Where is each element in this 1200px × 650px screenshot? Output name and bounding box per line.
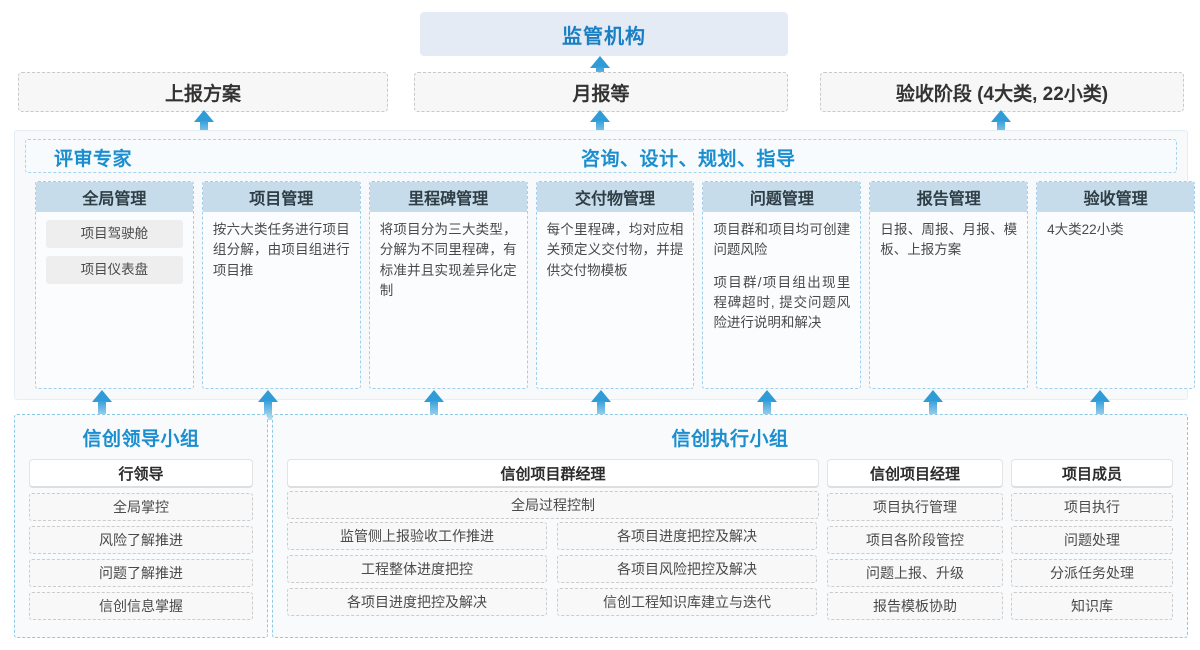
card-paragraph: 4大类22小类 [1047,222,1124,237]
role-header-project-member[interactable]: 项目成员 [1011,459,1173,488]
project-manager-column: 信创项目经理 项目执行管理 项目各阶段管控 问题上报、升级 报告模板协助 [827,459,1003,620]
report-box-acceptance-stage: 验收阶段 (4大类, 22小类) [820,72,1184,112]
group-leadership: 信创领导小组 行领导 全局掌控 风险了解推进 问题了解推进 信创信息掌握 [14,414,268,638]
role-item[interactable]: 各项目进度把控及解决 [287,588,547,616]
banner-label-consulting: 咨询、设计、规划、指导 [581,149,796,170]
regulator-box: 监管机构 [420,12,788,56]
role-item[interactable]: 信创信息掌握 [29,592,253,620]
consulting-banner: 评审专家 咨询、设计、规划、指导 [25,139,1177,173]
card-deliverable-management[interactable]: 交付物管理 每个里程碑，均对应相关预定义交付物，并提供交付物模板 [535,181,695,389]
card-paragraph: 项目群和项目均可创建问题风险 [713,222,851,258]
card-milestone-management[interactable]: 里程碑管理 将项目分为三大类型，分解为不同里程碑，有标准并且实现差异化定制 [368,181,528,389]
role-item[interactable]: 工程整体进度把控 [287,555,547,583]
role-item[interactable]: 问题了解推进 [29,559,253,587]
role-item[interactable]: 报告模板协助 [827,592,1003,620]
role-item[interactable]: 知识库 [1011,592,1173,620]
role-item[interactable]: 全局掌控 [29,493,253,521]
role-item[interactable]: 风险了解推进 [29,526,253,554]
arrow-up-icon-to-card-6 [923,390,943,420]
arrow-up-icon-to-card-7 [1090,390,1110,420]
role-item[interactable]: 各项目风险把控及解决 [557,555,817,583]
card-pill[interactable]: 项目仪表盘 [46,256,183,284]
management-card-row: 全局管理 项目驾驶舱 项目仪表盘 项目管理 按六大类任务进行项目组分解，由项目组… [35,181,1196,389]
card-global-management[interactable]: 全局管理 项目驾驶舱 项目仪表盘 [35,181,194,389]
role-item[interactable]: 项目执行 [1011,493,1173,521]
card-issue-management[interactable]: 问题管理 项目群和项目均可创建问题风险 项目群/项目组出现里程碑超时, 提交问题… [702,181,862,389]
role-item[interactable]: 分派任务处理 [1011,559,1173,587]
group-title-execution: 信创执行小组 [671,429,789,450]
report-box-monthly-report: 月报等 [414,72,788,112]
card-body: 4大类22小类 [1037,212,1194,388]
card-body: 每个里程碑，均对应相关预定义交付物，并提供交付物模板 [537,212,694,388]
card-paragraph: 日报、周报、月报、模板、上报方案 [880,222,1018,258]
card-title: 问题管理 [703,182,861,212]
card-pill[interactable]: 项目驾驶舱 [46,220,183,248]
arrow-up-icon-to-card-5 [757,390,777,420]
card-title: 全局管理 [36,182,193,212]
project-member-column: 项目成员 项目执行 问题处理 分派任务处理 知识库 [1011,459,1173,620]
role-item[interactable]: 项目执行管理 [827,493,1003,521]
card-body: 按六大类任务进行项目组分解，由项目组进行项目推 [203,212,360,388]
group-title-leadership: 信创领导小组 [82,429,200,450]
card-body: 项目驾驶舱 项目仪表盘 [36,212,193,388]
role-header-program-manager[interactable]: 信创项目群经理 [287,459,819,488]
arrow-up-icon-to-card-4 [591,390,611,420]
card-paragraph: 按六大类任务进行项目组分解，由项目组进行项目推 [212,222,350,278]
card-project-management[interactable]: 项目管理 按六大类任务进行项目组分解，由项目组进行项目推 [201,181,361,389]
program-manager-left-column: 监管侧上报验收工作推进 工程整体进度把控 各项目进度把控及解决 [287,522,547,616]
card-title: 交付物管理 [536,182,694,212]
card-title: 报告管理 [870,182,1028,212]
role-item-global-process-control[interactable]: 全局过程控制 [287,491,819,519]
report-box-submission-plan: 上报方案 [18,72,388,112]
role-item[interactable]: 问题上报、升级 [827,559,1003,587]
role-item[interactable]: 各项目进度把控及解决 [557,522,817,550]
card-title: 验收管理 [1037,182,1195,212]
arrow-up-icon-to-card-1 [92,390,112,420]
group-execution: 信创执行小组 信创项目群经理 全局过程控制 监管侧上报验收工作推进 工程整体进度… [272,414,1188,638]
arrow-up-icon-to-card-3 [424,390,444,420]
role-item[interactable]: 问题处理 [1011,526,1173,554]
banner-label-review-experts: 评审专家 [54,149,133,170]
role-item[interactable]: 信创工程知识库建立与迭代 [557,588,817,616]
role-item[interactable]: 项目各阶段管控 [827,526,1003,554]
role-item[interactable]: 监管侧上报验收工作推进 [287,522,547,550]
card-paragraph: 每个里程碑，均对应相关预定义交付物，并提供交付物模板 [546,222,684,278]
card-title: 里程碑管理 [369,182,527,212]
card-paragraph: 项目群/项目组出现里程碑超时, 提交问题风险进行说明和解决 [713,274,851,331]
program-manager-right-column: 各项目进度把控及解决 各项目风险把控及解决 信创工程知识库建立与迭代 [557,522,817,616]
card-title: 项目管理 [202,182,360,212]
card-acceptance-management[interactable]: 验收管理 4大类22小类 [1036,181,1196,389]
card-body: 项目群和项目均可创建问题风险 项目群/项目组出现里程碑超时, 提交问题风险进行说… [703,212,860,388]
card-body: 日报、周报、月报、模板、上报方案 [870,212,1027,388]
leadership-column: 行领导 全局掌控 风险了解推进 问题了解推进 信创信息掌握 [29,459,253,620]
card-body: 将项目分为三大类型，分解为不同里程碑，有标准并且实现差异化定制 [370,212,527,388]
consulting-band: 评审专家 咨询、设计、规划、指导 全局管理 项目驾驶舱 项目仪表盘 项目管理 按… [14,130,1196,400]
card-paragraph: 将项目分为三大类型，分解为不同里程碑，有标准并且实现差异化定制 [379,222,517,298]
card-report-management[interactable]: 报告管理 日报、周报、月报、模板、上报方案 [869,181,1029,389]
role-header-project-manager[interactable]: 信创项目经理 [827,459,1003,488]
arrow-up-icon-to-card-2 [258,390,278,420]
role-header-bank-leader[interactable]: 行领导 [29,459,253,488]
